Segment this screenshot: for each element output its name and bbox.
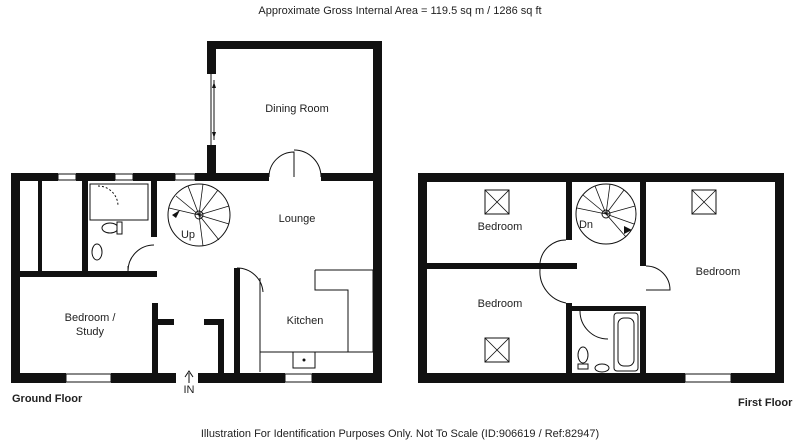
first-wall-bottom-right [731, 373, 784, 383]
bedroom-top-left-label: Bedroom [477, 221, 523, 233]
first-door-bottom-left [539, 268, 567, 304]
dining-room-wall-left-lower [207, 145, 216, 175]
ground-wall-top-mid2 [133, 173, 175, 181]
skylight-top-left [484, 189, 510, 215]
wall-cupboard-left [38, 181, 42, 271]
wall-hall-right [218, 319, 224, 375]
ground-wall-left [11, 173, 20, 383]
first-door-bathroom [579, 310, 609, 340]
kitchen-door [236, 267, 264, 293]
ground-floor-label: Ground Floor [12, 393, 83, 405]
spiral-staircase-first [575, 183, 637, 245]
ground-wall-top-right [195, 173, 269, 181]
kitchen-label: Kitchen [286, 315, 324, 327]
first-wall-left [418, 173, 427, 383]
wall-hall-left [152, 303, 158, 375]
toilet-cistern [116, 221, 123, 235]
first-door-right [645, 265, 671, 291]
ground-wall-bottom-far-right [312, 373, 382, 383]
window-top-mid [114, 173, 134, 181]
bathroom-door [127, 244, 155, 272]
first-wall-landing-right-top [640, 182, 646, 266]
dining-room-wall-left-upper [207, 41, 216, 74]
wall-bathroom-right [151, 181, 157, 237]
shower-tray [89, 183, 149, 221]
ground-wall-bottom-mid [111, 373, 176, 383]
window-bottom-bedroom [65, 373, 112, 383]
first-wall-right [775, 173, 784, 383]
dining-room-label: Dining Room [265, 103, 329, 115]
ground-wall-top-far-right [321, 173, 382, 181]
window-bottom-kitchen [284, 373, 313, 383]
first-wall-mid-horizontal [427, 263, 577, 269]
stair-down-label: Dn [578, 219, 594, 231]
entrance-label: IN [183, 384, 195, 396]
first-wall-landing-left-top [566, 182, 572, 240]
wall-hall-stub-right [204, 319, 218, 325]
wall-hall-stub-left [158, 319, 174, 325]
lounge-label: Lounge [278, 213, 316, 225]
first-wall-bottom-left [418, 373, 685, 383]
stair-up-label: Up [180, 229, 196, 241]
wall-kitchen-left [234, 268, 240, 375]
spiral-staircase-ground [167, 183, 231, 247]
first-floor-plan [418, 173, 784, 383]
bath-tub [613, 312, 639, 372]
dining-room-wall-top [207, 41, 382, 49]
wall-bedroom-top-divider [20, 271, 82, 277]
disclaimer-text: Illustration For Identification Purposes… [200, 428, 600, 440]
first-toilet [577, 346, 589, 364]
toilet-bowl [101, 222, 119, 234]
first-floor-label: First Floor [738, 397, 793, 409]
ground-wall-top-mid [76, 173, 115, 181]
ground-wall-bottom-right [198, 373, 285, 383]
ground-wall-bottom-left [11, 373, 66, 383]
first-door-top-left [539, 239, 567, 264]
bedroom-study-label: Bedroom / Study [55, 311, 125, 339]
dining-room-wall-right [373, 41, 382, 185]
basin [91, 243, 103, 261]
skylight-bottom-left [484, 337, 510, 363]
first-window-bottom [684, 373, 732, 383]
window-top-right [174, 173, 196, 181]
dining-double-door [268, 149, 322, 178]
bedroom-bottom-left-label: Bedroom [477, 298, 523, 310]
first-wall-top [418, 173, 784, 182]
ground-wall-right [373, 173, 382, 383]
wall-bathroom-bottom [82, 271, 157, 277]
entrance-arrow [184, 370, 194, 383]
wall-bathroom-left [82, 181, 88, 277]
skylight-right [691, 189, 717, 215]
first-wall-landing-left-bottom [566, 303, 572, 375]
bedroom-right-label: Bedroom [695, 266, 741, 278]
ground-floor-plan [11, 41, 382, 383]
bedroom-study-line2: Study [75, 326, 105, 338]
window-top-left [57, 173, 77, 181]
bedroom-study-line1: Bedroom / [64, 312, 116, 324]
dining-window-arrow [212, 82, 216, 138]
first-wall-bath-top [572, 306, 640, 311]
ground-wall-top-left [11, 173, 58, 181]
kitchen-worktop [259, 269, 374, 372]
first-wall-landing-right-bottom [640, 306, 646, 375]
gross-area-text: Approximate Gross Internal Area = 119.5 … [258, 5, 542, 17]
first-basin [594, 363, 610, 373]
shower-door [97, 185, 119, 207]
